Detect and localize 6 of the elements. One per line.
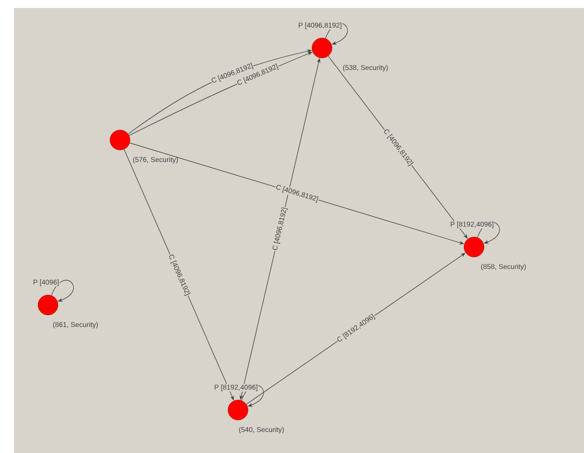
node-circle	[38, 294, 58, 316]
node-circle	[228, 400, 248, 420]
node-circle	[110, 130, 130, 150]
arrow	[51, 280, 74, 302]
node-circle	[464, 236, 484, 258]
node-circle	[312, 38, 332, 58]
